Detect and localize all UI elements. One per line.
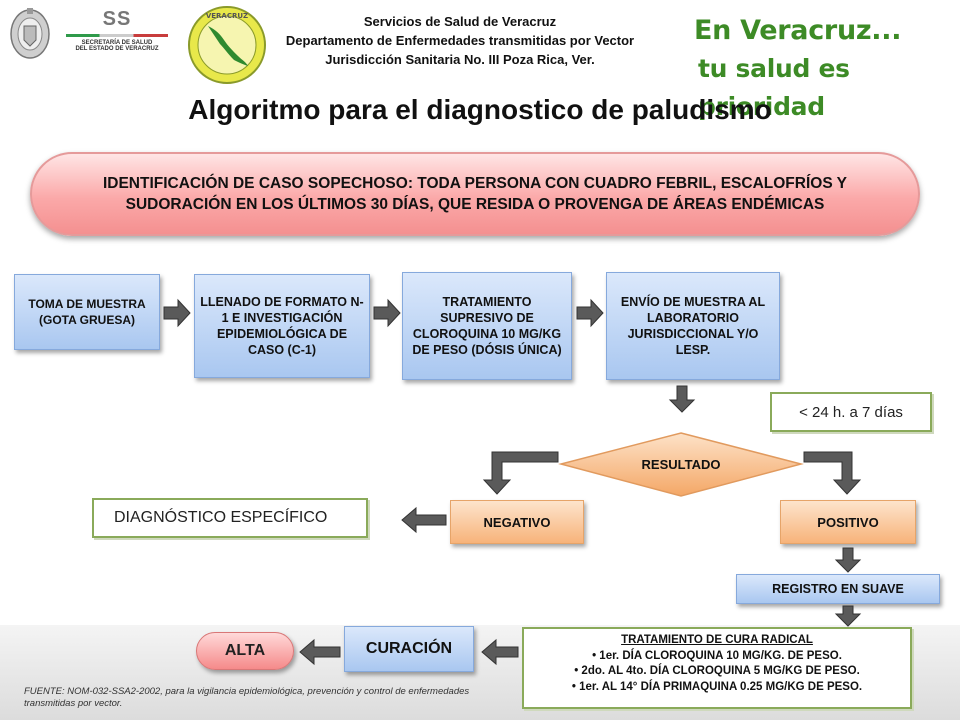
radical-treatment-box: TRATAMIENTO DE CURA RADICAL • 1er. DÍA C… xyxy=(522,627,912,709)
org-line-3: Jurisdicción Sanitaria No. III Poza Rica… xyxy=(325,52,595,67)
ss-logo-sub2: DEL ESTADO DE VERACRUZ xyxy=(75,46,159,52)
arrow-left-icon xyxy=(299,638,341,666)
veracruz-map-logo: VERACRUZ xyxy=(188,6,266,84)
time-window-box: < 24 h. a 7 días xyxy=(770,392,932,432)
discharge-pill: ALTA xyxy=(196,632,294,670)
org-line-2: Departamento de Enfermedades transmitida… xyxy=(285,33,635,48)
ss-logo: SS SECRETARÍA DE SALUD DEL ESTADO DE VER… xyxy=(62,8,172,64)
negative-box: NEGATIVO xyxy=(450,500,584,544)
radical-treatment-line: • 1er. DÍA CLOROQUINA 10 MG/KG. DE PESO. xyxy=(592,649,842,662)
arrow-elbow-left-icon xyxy=(482,451,559,495)
slogan-line-2: tu salud es prioridad xyxy=(698,54,850,121)
slogan-line-1: En Veracruz... xyxy=(694,15,902,46)
radical-treatment-line: • 1er. AL 14° DÍA PRIMAQUINA 0.25 MG/KG … xyxy=(571,680,863,693)
veracruz-logo-text: VERACRUZ xyxy=(206,12,248,20)
register-suave-box: REGISTRO EN SUAVE xyxy=(736,574,940,604)
step-treatment-box: TRATAMIENTO SUPRESIVO DE CLOROQUINA 10 M… xyxy=(402,272,572,380)
ss-logo-text: SS xyxy=(102,8,132,30)
step-form-box: LLENADO DE FORMATO N-1 E INVESTIGACIÓN E… xyxy=(194,274,370,378)
step-sample-box: TOMA DE MUESTRA (GOTA GRUESA) xyxy=(14,274,160,350)
specific-diagnosis-box: DIAGNÓSTICO ESPECÍFICO xyxy=(92,498,368,538)
slogan: En Veracruz... tu salud es prioridad xyxy=(694,12,960,126)
step-shipping-box: ENVÍO DE MUESTRA AL LABORATORIO JURISDIC… xyxy=(606,272,780,380)
radical-treatment-title: TRATAMIENTO DE CURA RADICAL xyxy=(621,634,813,646)
arrow-down-icon xyxy=(834,547,862,573)
arrow-right-icon xyxy=(163,298,191,328)
state-coat-of-arms-logo xyxy=(10,8,50,59)
org-line-1: Servicios de Salud de Veracruz xyxy=(363,14,557,29)
arrow-down-icon xyxy=(668,385,696,413)
radical-treatment-line: • 2do. AL 4to. DÍA CLOROQUINA 5 MG/KG DE… xyxy=(574,665,860,677)
suspect-case-box: IDENTIFICACIÓN DE CASO SOPECHOSO: TODA P… xyxy=(30,152,920,236)
result-diamond: RESULTADO xyxy=(558,432,804,497)
ss-logo-stripe xyxy=(66,34,168,37)
source-footnote: FUENTE: NOM-032-SSA2-2002, para la vigil… xyxy=(24,686,470,709)
arrow-left-icon xyxy=(401,506,447,534)
arrow-down-icon xyxy=(834,605,862,627)
page-title: Algoritmo para el diagnostico de paludis… xyxy=(188,94,772,125)
organization-header: Servicios de Salud de Veracruz Departame… xyxy=(240,12,680,69)
arrow-elbow-right-icon xyxy=(803,451,862,495)
arrow-right-icon xyxy=(576,298,604,328)
arrow-right-icon xyxy=(373,298,401,328)
result-label: RESULTADO xyxy=(642,457,721,472)
cure-box: CURACIÓN xyxy=(344,626,474,672)
positive-box: POSITIVO xyxy=(780,500,916,544)
arrow-left-icon xyxy=(481,638,519,666)
ss-logo-sub1: SECRETARÍA DE SALUD xyxy=(81,40,153,46)
